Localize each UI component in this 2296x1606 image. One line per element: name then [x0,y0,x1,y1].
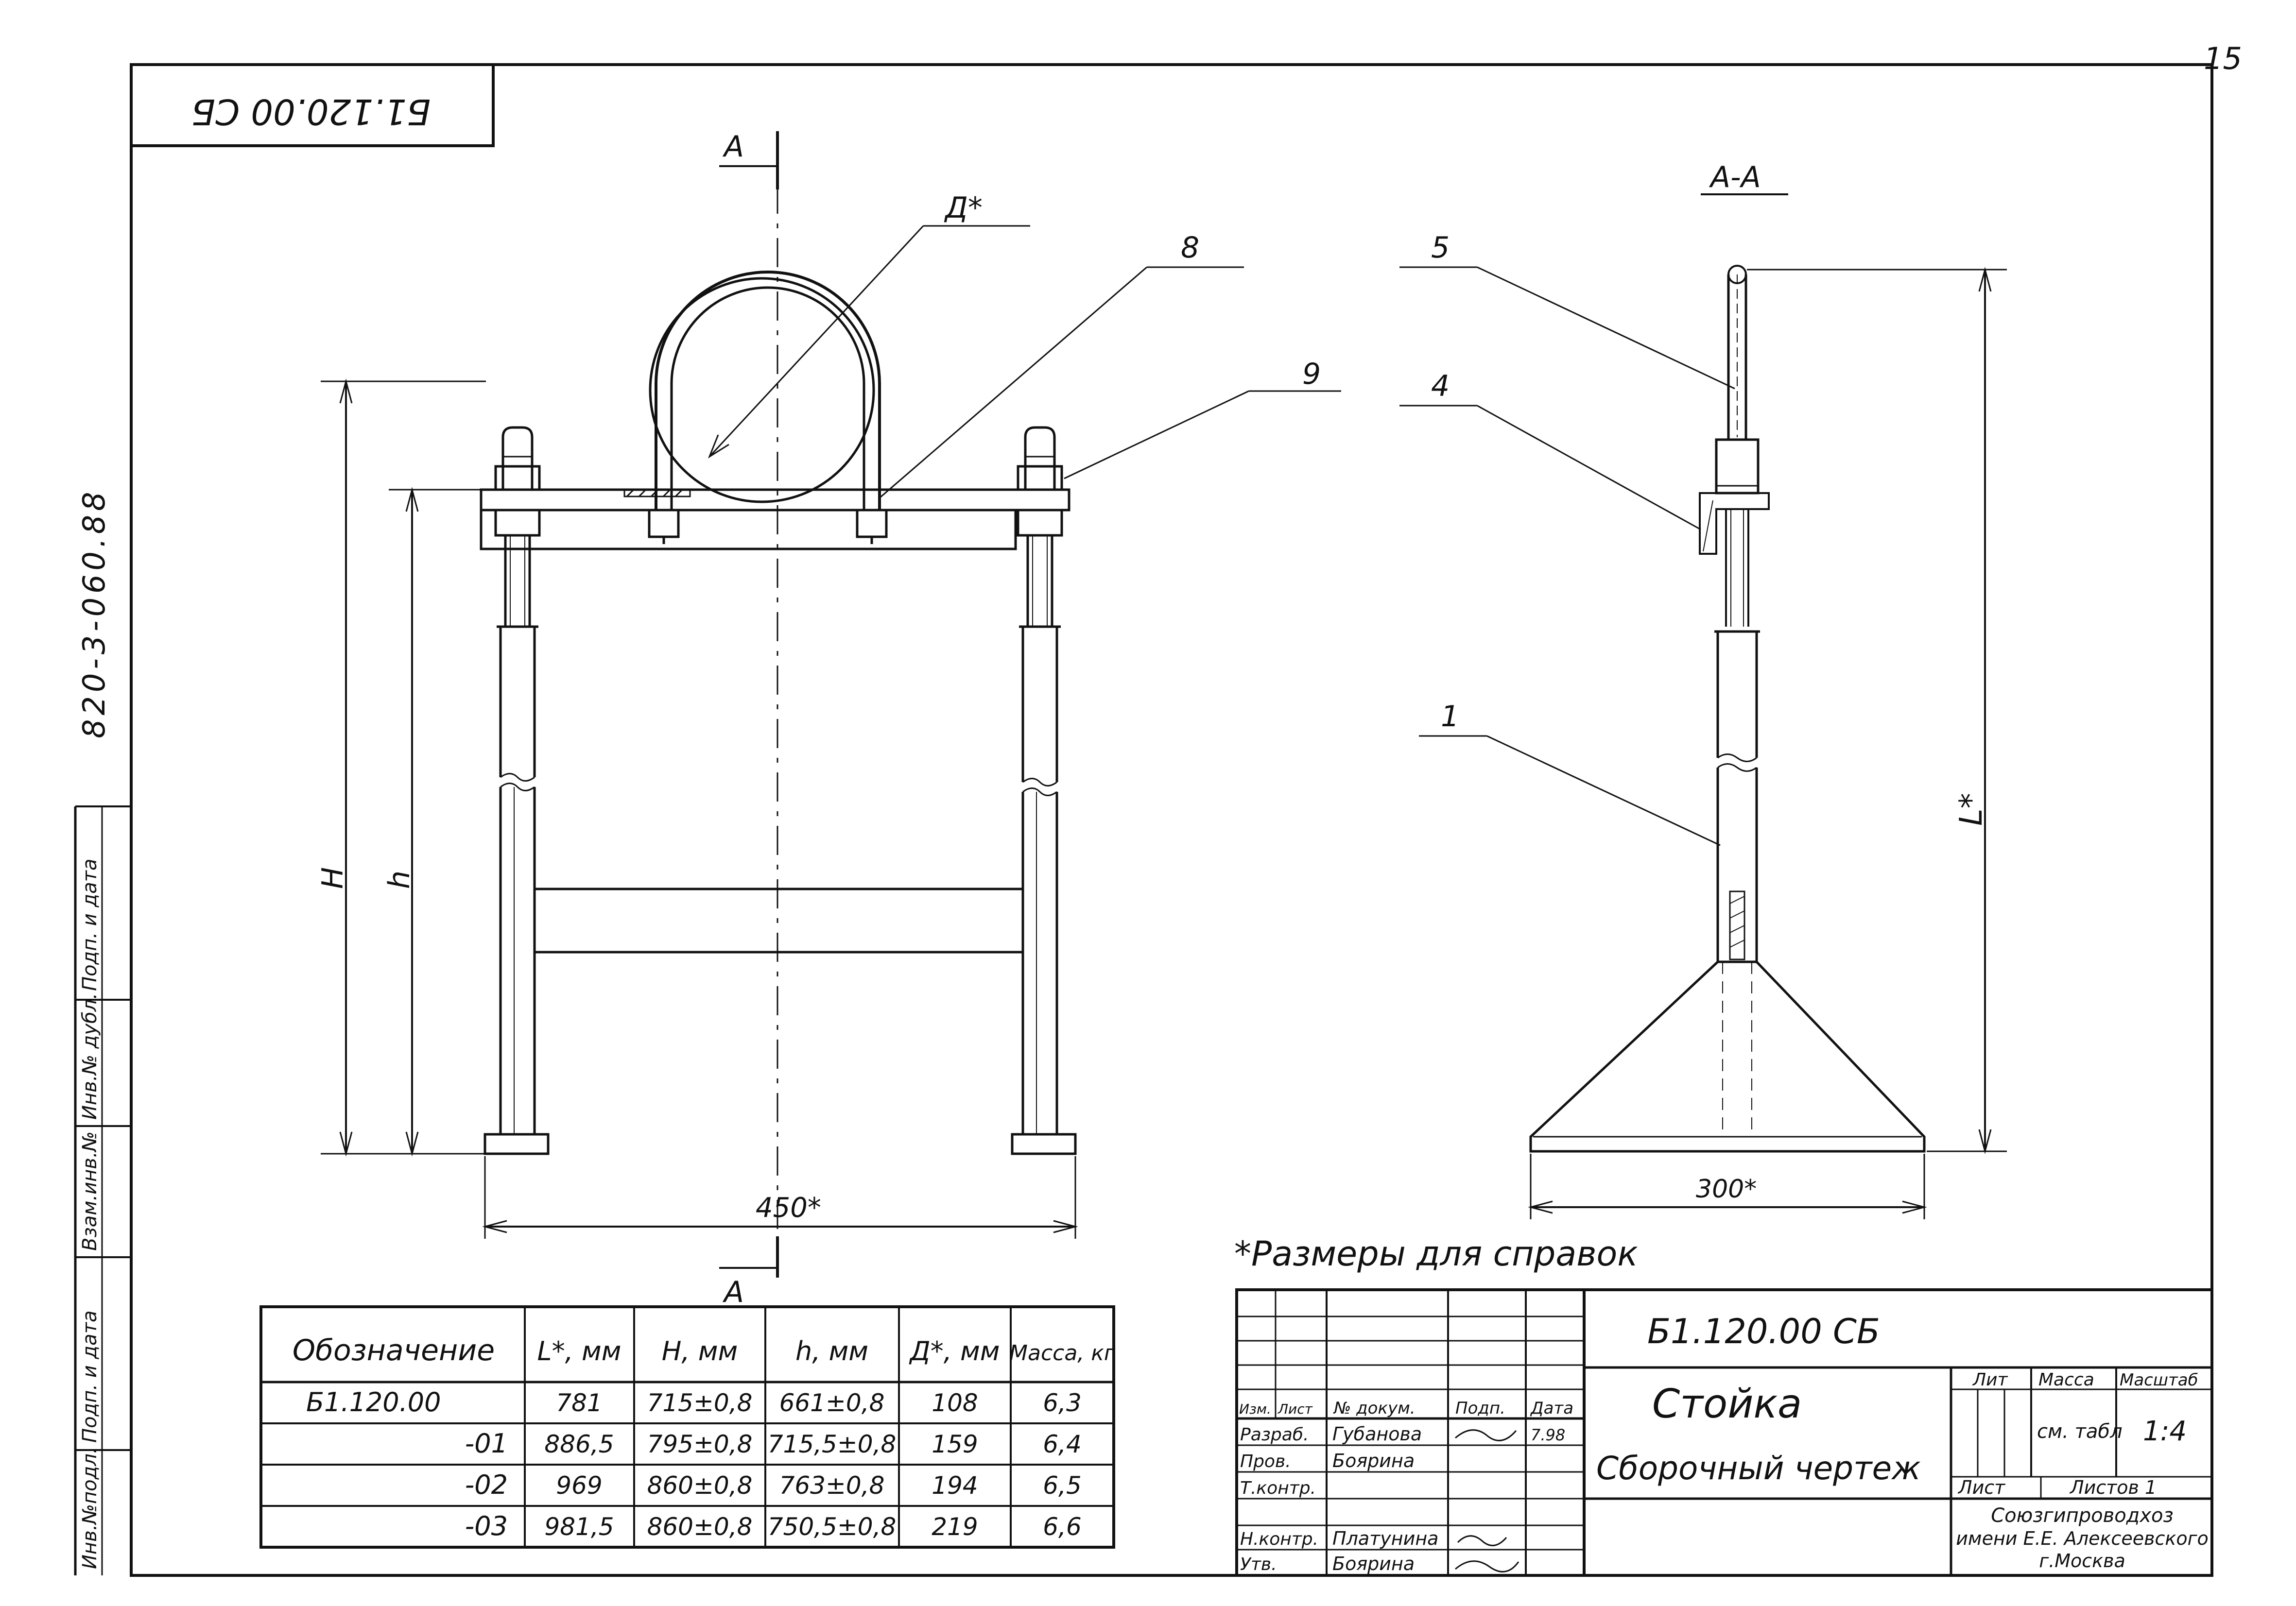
page-number: 15 [2204,41,2242,76]
leader-1: 1 [1441,700,1459,734]
col-mass: Масса, кг [1009,1341,1116,1366]
row-4-H: 860±0,8 [647,1513,753,1541]
stamp-inv-duplicate: Инв.№ дубл. [79,993,101,1120]
section-label-top: А [722,130,744,164]
leader-5: 5 [1431,231,1450,265]
row-4-L: 981,5 [544,1513,614,1541]
hdr-date: Дата [1530,1399,1573,1418]
org-line-1: Союзгипроводхоз [1991,1504,2174,1527]
hdr-sheet: Лист [1277,1401,1313,1417]
row-1-H: 715±0,8 [647,1389,753,1417]
parameters-table [259,1305,1115,1549]
name-norm-control: Платунина [1332,1528,1438,1549]
stamp-sign-date-1: Подп. и дата [79,1311,101,1443]
row-3-mass: 6,5 [1043,1471,1082,1500]
row-4-D: 219 [932,1513,978,1541]
stamp-sign-date-2: Подп. и дата [79,859,101,991]
dim-450: 450* [756,1192,821,1224]
name-approver: Боярина [1332,1553,1415,1574]
title-block-text: Б1.120.00 СБ Стойка Сборочный чертеж Изм… [1239,1312,2209,1574]
role-developer: Разраб. [1240,1425,1309,1445]
table-row: -03 981,5 860±0,8 750,5±0,8 219 6,6 [465,1511,1082,1541]
rotated-code-box: Б1.120.00 СБ [131,65,495,147]
title-block [1235,1288,2213,1577]
signature-approver [1455,1560,1519,1572]
col-h: h, мм [795,1336,868,1367]
sheets-label: Листов 1 [2069,1477,2157,1498]
leader-9: 9 [1302,357,1321,391]
row-3-D: 194 [932,1471,978,1500]
parameters-table-header: Обозначение L*, мм H, мм h, мм Д*, мм Ма… [293,1333,1116,1367]
dim-h: h [382,871,416,889]
row-1-mass: 6,3 [1043,1389,1082,1417]
row-2-designation: -01 [465,1428,508,1459]
role-approver: Утв. [1240,1555,1277,1574]
row-4-h: 750,5±0,8 [768,1513,897,1541]
row-2-D: 159 [932,1430,978,1458]
hdr-sign: Подп. [1455,1399,1505,1418]
row-1-designation: Б1.120.00 [306,1387,441,1418]
section-label-bottom: А [722,1275,744,1309]
dim-300: 300* [1696,1175,1757,1204]
row-2-h: 715,5±0,8 [768,1430,897,1458]
leader-8: 8 [1181,231,1199,265]
col-designation: Обозначение [293,1333,495,1367]
table-row: Б1.120.00 781 715±0,8 661±0,8 108 6,3 [306,1387,1082,1418]
front-view [321,131,1341,1278]
signature-developer [1455,1429,1517,1441]
row-1-D: 108 [932,1389,978,1417]
name-checker: Боярина [1332,1450,1415,1471]
row-1-L: 781 [556,1389,602,1417]
org-line-3: г.Москва [2039,1550,2125,1572]
row-2-H: 795±0,8 [647,1430,753,1458]
drawing-name: Стойка [1652,1381,1802,1427]
leader-4: 4 [1431,369,1450,403]
stamp-replace-inv: Взам.инв.№ [79,1131,101,1251]
date-developer: 7.98 [1531,1426,1565,1444]
role-checker: Пров. [1240,1452,1291,1471]
row-2-L: 886,5 [544,1430,614,1458]
row-3-H: 860±0,8 [647,1471,753,1500]
sheet-frame [74,63,2213,1577]
name-developer: Губанова [1332,1423,1422,1445]
mass-label: Масса [2038,1370,2094,1390]
album-code: 820-3-060.88 [76,488,112,738]
org-line-2: имени Е.Е. Алексеевского [1956,1528,2209,1549]
section-view [1399,193,2007,1219]
reference-note: *Размеры для справок [1234,1234,1638,1274]
hdr-doc-no: № докум. [1333,1399,1416,1418]
role-norm-control: Н.контр. [1240,1529,1318,1549]
row-1-h: 661±0,8 [779,1389,885,1417]
dim-L: L* [1953,793,1989,826]
scale-label: Масштаб [2120,1370,2198,1390]
row-3-designation: -02 [465,1469,508,1500]
row-2-mass: 6,4 [1043,1430,1082,1458]
dim-H: H [316,867,350,889]
rotated-doc-code: Б1.120.00 СБ [191,91,431,132]
col-L: L*, мм [537,1336,621,1367]
section-view-label: А-А [1709,160,1761,194]
scale-value: 1:4 [2143,1416,2187,1447]
hdr-change: Изм. [1239,1401,1271,1417]
row-4-designation: -03 [465,1511,508,1541]
role-tech-control: Т.контр. [1240,1478,1316,1498]
table-row: -02 969 860±0,8 763±0,8 194 6,5 [465,1469,1082,1500]
row-3-L: 969 [556,1471,602,1500]
doc-code: Б1.120.00 СБ [1647,1312,1880,1351]
row-4-mass: 6,6 [1043,1513,1082,1541]
table-row: -01 886,5 795±0,8 715,5±0,8 159 6,4 [465,1428,1082,1459]
col-D: Д*, мм [909,1336,1000,1367]
mass-value: см. табл [2037,1420,2123,1443]
signature-norm-control [1457,1535,1507,1546]
row-3-h: 763±0,8 [779,1471,885,1500]
lit-label: Лит [1972,1370,2008,1390]
col-H: H, мм [662,1336,738,1367]
drawing-type: Сборочный чертеж [1596,1450,1921,1487]
sheet-label: Лист [1957,1477,2006,1498]
leader-d: Д* [944,191,983,225]
stamp-inv-original: Инв.№подл. [79,1447,101,1569]
